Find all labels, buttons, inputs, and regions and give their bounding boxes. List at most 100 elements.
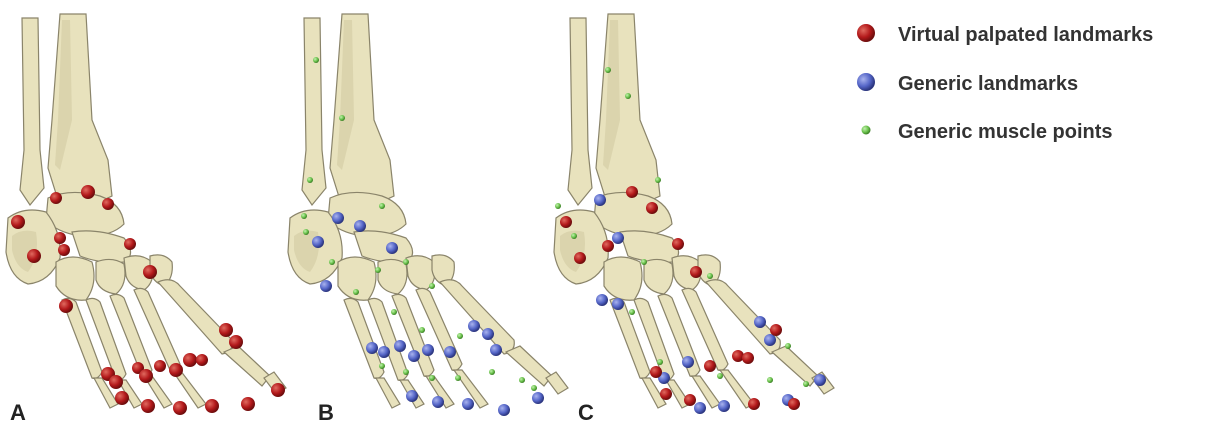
landmark-marker bbox=[196, 354, 208, 366]
landmark-marker bbox=[560, 216, 572, 228]
landmark-marker bbox=[444, 346, 456, 358]
muscle-point-marker bbox=[785, 343, 791, 349]
muscle-point-marker bbox=[301, 213, 307, 219]
panel-b: B bbox=[288, 14, 568, 421]
muscle-point-marker bbox=[375, 267, 381, 273]
muscle-point-marker bbox=[717, 373, 723, 379]
landmark-marker bbox=[814, 374, 826, 386]
landmark-marker bbox=[646, 202, 658, 214]
foot-skeleton-c bbox=[554, 14, 834, 408]
muscle-point-marker bbox=[329, 259, 335, 265]
landmark-marker bbox=[154, 360, 166, 372]
legend: Virtual palpated landmarks Generic landm… bbox=[857, 24, 1153, 143]
landmark-marker bbox=[27, 249, 41, 263]
muscle-point-marker bbox=[339, 115, 345, 121]
legend-item-virtual-palpated: Virtual palpated landmarks bbox=[857, 24, 1153, 46]
landmark-marker bbox=[754, 316, 766, 328]
landmark-marker bbox=[143, 265, 157, 279]
landmark-marker bbox=[312, 236, 324, 248]
landmark-marker bbox=[684, 394, 696, 406]
muscle-point-marker bbox=[555, 203, 561, 209]
landmark-marker bbox=[219, 323, 233, 337]
landmark-marker bbox=[408, 350, 420, 362]
landmark-marker bbox=[378, 346, 390, 358]
landmark-marker bbox=[54, 232, 66, 244]
landmark-marker bbox=[183, 353, 197, 367]
muscle-point-marker bbox=[455, 375, 461, 381]
muscle-point-marker bbox=[457, 333, 463, 339]
muscle-point-marker bbox=[419, 327, 425, 333]
muscle-point-marker bbox=[629, 309, 635, 315]
landmark-marker bbox=[532, 392, 544, 404]
landmark-marker bbox=[169, 363, 183, 377]
landmark-marker bbox=[594, 194, 606, 206]
landmark-marker bbox=[394, 340, 406, 352]
muscle-point-marker bbox=[767, 377, 773, 383]
muscle-point-marker bbox=[303, 229, 309, 235]
landmark-marker bbox=[81, 185, 95, 199]
landmark-marker bbox=[462, 398, 474, 410]
landmark-marker bbox=[612, 298, 624, 310]
landmark-marker bbox=[650, 366, 662, 378]
panel-label-b: B bbox=[318, 400, 334, 421]
landmark-marker bbox=[612, 232, 624, 244]
green-dot-icon bbox=[862, 126, 871, 135]
landmark-marker bbox=[366, 342, 378, 354]
landmark-marker bbox=[50, 192, 62, 204]
landmark-marker bbox=[660, 388, 672, 400]
landmark-marker bbox=[109, 375, 123, 389]
muscle-point-marker bbox=[531, 385, 537, 391]
landmark-marker bbox=[58, 244, 70, 256]
landmark-marker bbox=[694, 402, 706, 414]
landmark-marker bbox=[406, 390, 418, 402]
landmark-marker bbox=[626, 186, 638, 198]
landmark-marker bbox=[690, 266, 702, 278]
landmark-marker bbox=[596, 294, 608, 306]
landmark-marker bbox=[173, 401, 187, 415]
legend-label: Generic muscle points bbox=[898, 121, 1113, 143]
landmark-marker bbox=[490, 344, 502, 356]
muscle-point-marker bbox=[379, 203, 385, 209]
muscle-point-marker bbox=[707, 273, 713, 279]
muscle-point-marker bbox=[641, 259, 647, 265]
landmark-marker bbox=[498, 404, 510, 416]
legend-item-muscle-points: Generic muscle points bbox=[862, 121, 1113, 143]
landmark-marker bbox=[732, 350, 744, 362]
landmark-marker bbox=[139, 369, 153, 383]
muscle-point-marker bbox=[655, 177, 661, 183]
landmark-marker bbox=[141, 399, 155, 413]
landmark-marker bbox=[102, 198, 114, 210]
landmark-marker bbox=[764, 334, 776, 346]
muscle-point-marker bbox=[391, 309, 397, 315]
landmark-marker bbox=[432, 396, 444, 408]
legend-label: Generic landmarks bbox=[898, 73, 1078, 95]
landmark-marker bbox=[748, 398, 760, 410]
legend-label: Virtual palpated landmarks bbox=[898, 24, 1153, 46]
muscle-point-marker bbox=[429, 283, 435, 289]
panel-a: A bbox=[6, 14, 286, 421]
legend-item-generic-landmarks: Generic landmarks bbox=[857, 73, 1078, 95]
landmark-marker bbox=[602, 240, 614, 252]
landmark-marker bbox=[124, 238, 136, 250]
panel-label-a: A bbox=[10, 400, 26, 421]
landmark-marker bbox=[205, 399, 219, 413]
landmark-marker bbox=[482, 328, 494, 340]
landmark-marker bbox=[788, 398, 800, 410]
foot-skeleton-a bbox=[6, 14, 286, 408]
muscle-point-marker bbox=[353, 289, 359, 295]
blue-sphere-icon bbox=[857, 73, 875, 91]
landmark-marker bbox=[422, 344, 434, 356]
landmark-marker bbox=[386, 242, 398, 254]
landmark-marker bbox=[718, 400, 730, 412]
landmark-marker bbox=[468, 320, 480, 332]
panel-c: C bbox=[554, 14, 834, 421]
muscle-point-marker bbox=[489, 369, 495, 375]
landmark-marker bbox=[742, 352, 754, 364]
muscle-point-marker bbox=[403, 369, 409, 375]
muscle-point-marker bbox=[313, 57, 319, 63]
landmark-marker bbox=[59, 299, 73, 313]
landmark-marker bbox=[320, 280, 332, 292]
landmark-marker bbox=[574, 252, 586, 264]
landmark-marker bbox=[241, 397, 255, 411]
